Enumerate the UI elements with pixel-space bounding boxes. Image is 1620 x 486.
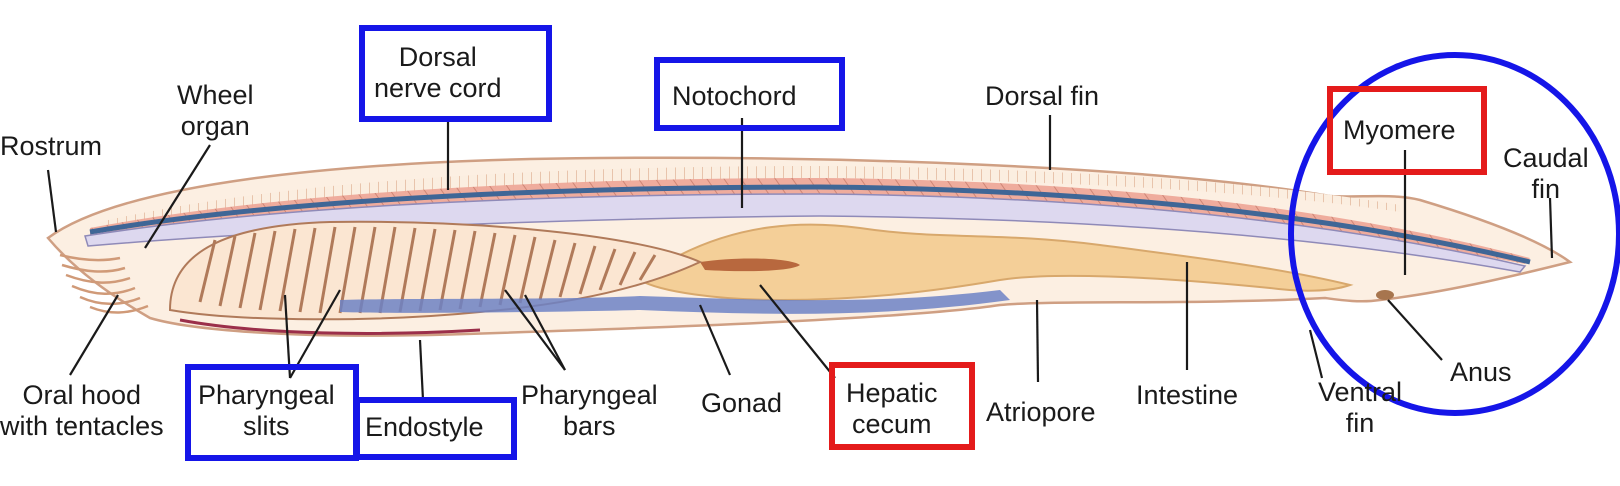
highlight-tail-circle — [1288, 52, 1620, 416]
highlight-myomere — [1327, 86, 1487, 175]
highlight-hepatic-cecum — [829, 362, 975, 450]
oral-tentacles — [59, 253, 149, 314]
label-atriopore: Atriopore — [986, 397, 1096, 427]
label-hepatic-cecum: Hepatic cecum — [846, 378, 938, 439]
label-wheel-organ: Wheel organ — [177, 80, 254, 141]
leader-lines — [46, 115, 1554, 401]
label-intestine: Intestine — [1136, 380, 1239, 410]
dorsal-fin — [100, 166, 1400, 230]
label-pharyngeal-slits: Pharyngeal slits — [198, 380, 335, 441]
label-caudal-fin: Caudal fin — [1503, 143, 1589, 204]
label-anus: Anus — [1450, 357, 1512, 387]
gut — [638, 223, 1354, 302]
label-notochord: Notochord — [672, 81, 797, 111]
myomere-band — [90, 178, 1530, 264]
notochord — [84, 193, 1527, 273]
label-gonad: Gonad — [701, 388, 783, 418]
gonad-band — [340, 290, 1010, 314]
highlight-notochord — [654, 57, 845, 131]
blue-highlights — [185, 25, 1620, 461]
red-highlights — [829, 86, 1487, 450]
pharyngeal-bars-drawing — [198, 226, 657, 314]
endostyle-line — [179, 318, 481, 335]
hepatic-cecum-shape — [700, 258, 800, 272]
label-ventral-fin: Ventral fin — [1318, 377, 1403, 438]
label-dorsal-fin: Dorsal fin — [985, 81, 1100, 111]
label-dorsal-nerve-cord: Dorsal nerve cord — [374, 42, 502, 103]
anus-marker — [1376, 290, 1394, 300]
label-oral-hood: Oral hood with tentacles — [0, 380, 164, 441]
nerve-cord — [89, 184, 1531, 265]
label-rostrum: Rostrum — [0, 131, 103, 161]
highlight-endostyle — [354, 397, 517, 460]
label-myomere: Myomere — [1343, 115, 1456, 145]
highlight-dorsal-nerve-cord — [359, 25, 552, 122]
label-endostyle: Endostyle — [365, 412, 484, 442]
label-pharyngeal-bars: Pharyngeal bars — [521, 380, 658, 441]
